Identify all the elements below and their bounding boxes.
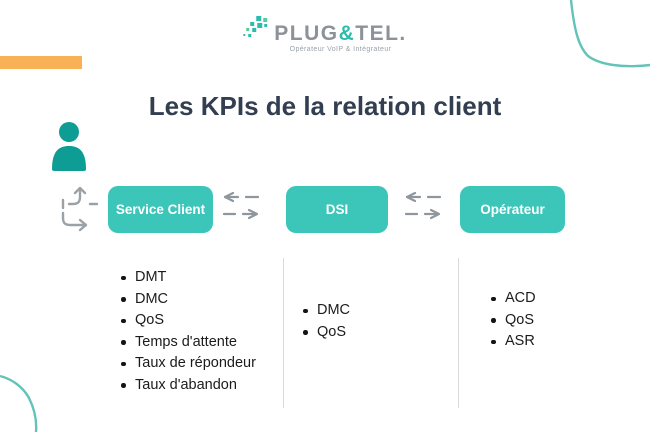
list-item: DMC	[300, 300, 350, 322]
node-operateur: Opérateur	[460, 186, 565, 233]
list-item: Temps d'attente	[118, 332, 256, 354]
dashed-exchange-arrows-icon	[404, 192, 442, 220]
list-item: Taux de répondeur	[118, 353, 256, 375]
list-item: QoS	[488, 310, 536, 332]
pixel-squares-logo-icon	[243, 16, 268, 37]
dashed-exchange-arrows-icon	[222, 192, 260, 220]
logo: PLUG&TEL. Opérateur VoIP & Intégrateur	[243, 15, 407, 53]
logo-tagline: Opérateur VoIP & Intégrateur	[289, 46, 392, 53]
logo-brand-tel: TEL.	[355, 22, 407, 45]
node-label: Service Client	[115, 202, 206, 217]
column-divider	[283, 258, 284, 408]
logo-brand-plug: PLUG	[274, 22, 339, 45]
list-item: DMT	[118, 267, 256, 289]
node-dsi: DSI	[286, 186, 388, 233]
list-item: Taux d'abandon	[118, 375, 256, 397]
orange-accent-bar	[0, 56, 82, 69]
corner-curve-top-right-icon	[569, 0, 650, 68]
logo-brand: PLUG&TEL.	[274, 23, 407, 44]
page-title: Les KPIs de la relation client	[148, 91, 502, 121]
list-item: ACD	[488, 288, 536, 310]
column-divider	[458, 258, 459, 408]
node-label: Opérateur	[480, 202, 545, 217]
list-item: QoS	[118, 310, 256, 332]
list-item: DMC	[118, 289, 256, 311]
node-service-client: Service Client	[108, 186, 213, 233]
user-icon	[52, 122, 86, 171]
logo-brand-amp: &	[338, 22, 356, 45]
list-item: ASR	[488, 331, 536, 353]
node-label: DSI	[325, 202, 349, 217]
corner-curve-bottom-left-icon	[0, 374, 38, 432]
route-arrows-icon	[61, 186, 99, 232]
list-item: QoS	[300, 322, 350, 344]
